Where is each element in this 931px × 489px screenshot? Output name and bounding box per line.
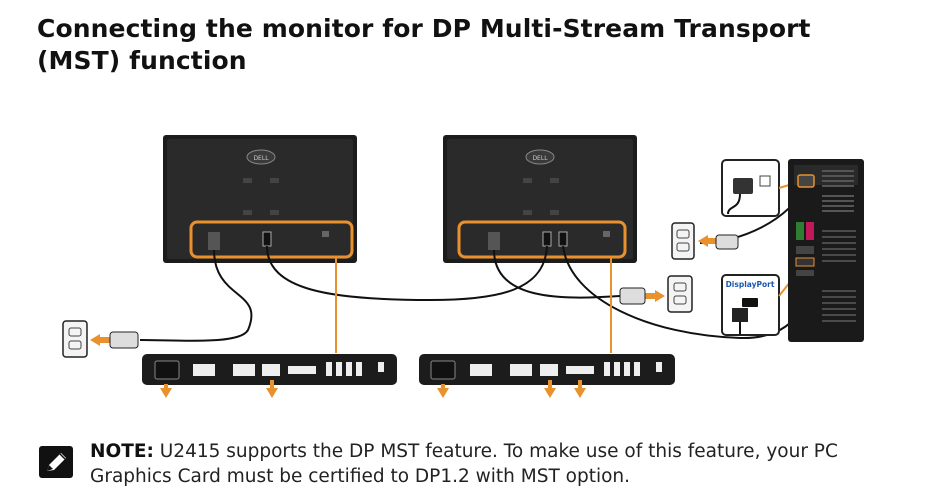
callout-lines bbox=[335, 257, 612, 353]
page-title: Connecting the monitor for DP Multi-Stre… bbox=[37, 14, 811, 75]
note-text: NOTE: U2415 supports the DP MST feature.… bbox=[90, 439, 910, 489]
power-plug-callout bbox=[721, 159, 807, 217]
note-body: U2415 supports the DP MST feature. To ma… bbox=[90, 441, 838, 487]
note-label: NOTE: bbox=[90, 441, 154, 462]
pc-tower bbox=[788, 159, 864, 342]
port-panel-1 bbox=[142, 354, 397, 398]
displayport-label: DisplayPort bbox=[726, 280, 775, 289]
displayport-callout: DisplayPort bbox=[721, 261, 807, 336]
monitor-2: DELL bbox=[443, 135, 637, 263]
monitor-1: DELL bbox=[163, 135, 357, 263]
wall-outlet-left bbox=[62, 320, 139, 358]
port-panel-2 bbox=[419, 354, 675, 398]
monitor-logo: DELL bbox=[532, 155, 548, 162]
pencil-icon bbox=[39, 446, 73, 478]
wall-outlet-pc bbox=[671, 222, 739, 260]
wall-outlet-right bbox=[619, 275, 693, 313]
monitor-logo: DELL bbox=[253, 155, 269, 162]
